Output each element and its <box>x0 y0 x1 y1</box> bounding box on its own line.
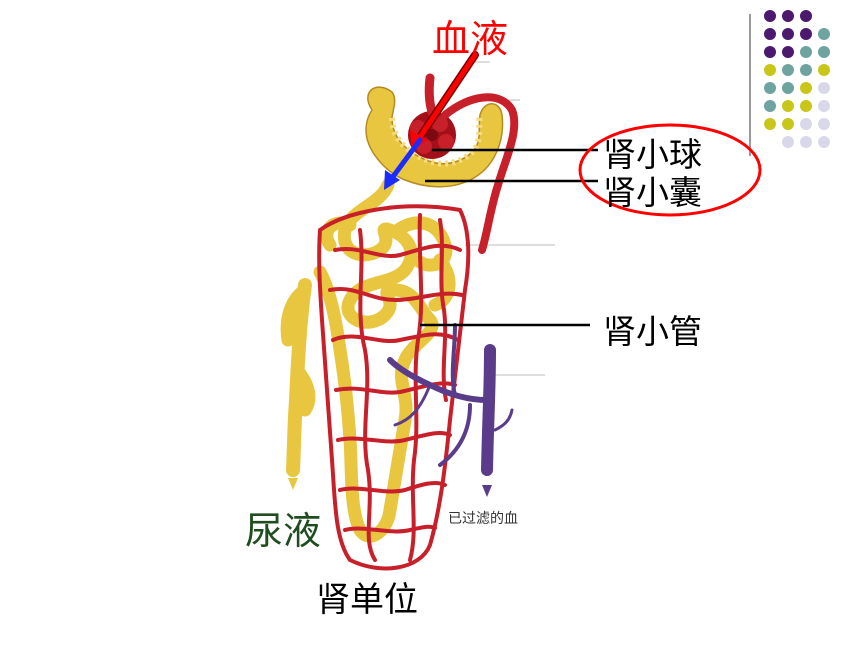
renal-tubule <box>280 178 456 543</box>
arterioles <box>424 73 519 254</box>
blue-arrow-filtrate <box>384 137 423 190</box>
glomerulus-label: 肾小球 <box>603 135 702 174</box>
nephron-label: 肾单位 <box>316 580 418 620</box>
flow-down-arrows <box>288 478 492 497</box>
bowman-capsule <box>365 86 504 188</box>
capillary-network <box>317 204 471 571</box>
highlight-ellipse <box>578 123 762 217</box>
decorative-divider-line <box>749 14 751 156</box>
urine-label: 尿液 <box>245 509 322 553</box>
label-leader-lines <box>420 148 598 327</box>
blood-label: 血液 <box>432 17 509 61</box>
renal-vein <box>387 323 514 476</box>
tubule-label: 肾小管 <box>603 312 702 351</box>
capsule-label: 肾小囊 <box>603 173 702 212</box>
filtered-blood-label: 已过滤的血 <box>448 511 518 527</box>
